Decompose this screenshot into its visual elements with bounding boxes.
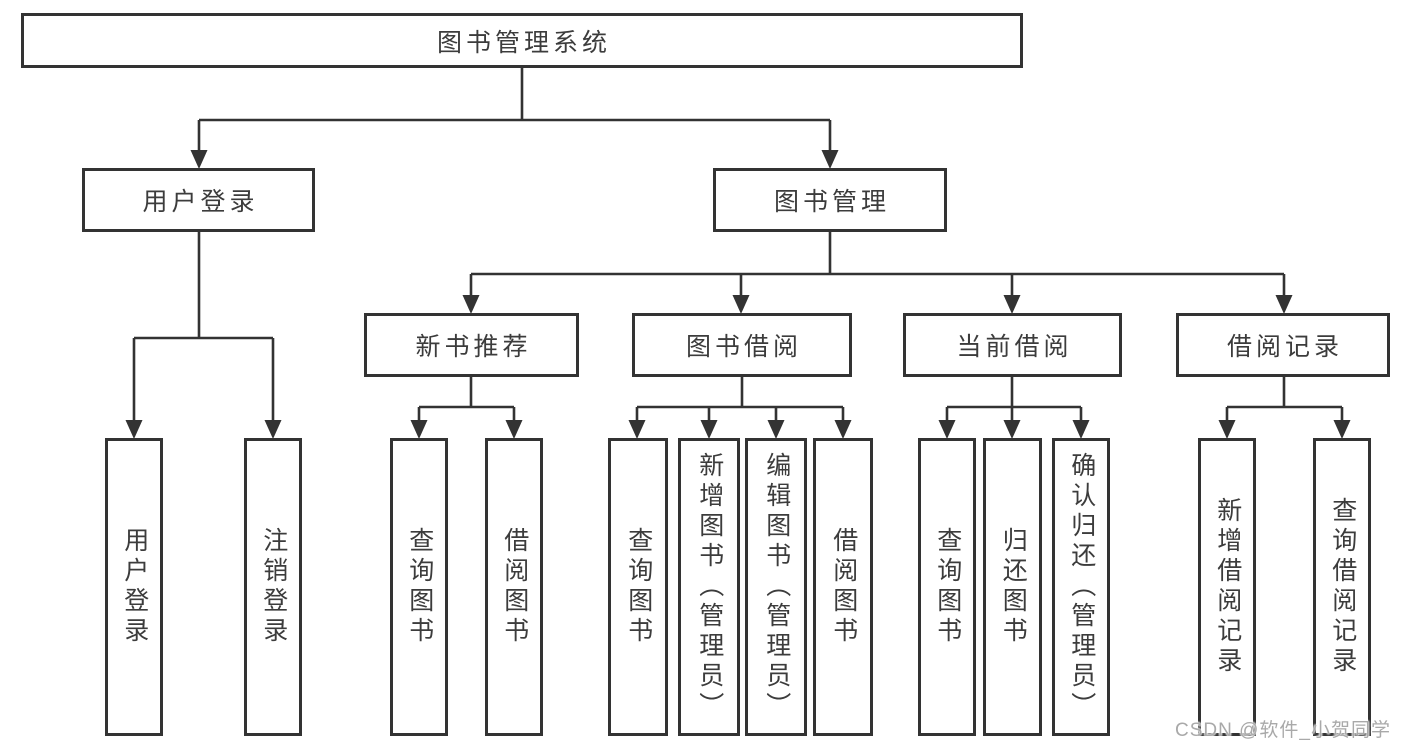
- leaf-logout: 注销登录: [244, 438, 302, 736]
- arrowhead: [264, 420, 282, 439]
- node-label: 当前借阅: [956, 333, 1073, 361]
- leaf-current-return-books: 归还图书: [983, 438, 1042, 736]
- leaf-label: 编辑图书（管理员）: [762, 452, 791, 722]
- leaf-label: 查询图书: [933, 527, 962, 647]
- arrowhead: [462, 295, 480, 314]
- connector-newbook-to-leaves: [417, 377, 516, 422]
- node-user-login: 用户登录: [82, 168, 315, 232]
- connector-root-to-level2: [197, 68, 832, 152]
- leaf-label: 借阅图书: [829, 527, 858, 647]
- leaf-newbook-query-books: 查询图书: [390, 438, 448, 736]
- leaf-current-query-books: 查询图书: [918, 438, 976, 736]
- leaf-bookborrow-query-books: 查询图书: [608, 438, 668, 736]
- arrowhead: [628, 420, 646, 439]
- node-label: 新书推荐: [415, 333, 532, 361]
- node-label: 图书管理: [773, 188, 890, 216]
- leaf-bookborrow-borrow-books: 借阅图书: [813, 438, 873, 736]
- node-borrow-record: 借阅记录: [1176, 313, 1390, 377]
- arrowhead: [1218, 420, 1236, 439]
- leaf-label: 新增图书（管理员）: [695, 452, 724, 722]
- leaf-label: 确认归还（管理员）: [1067, 452, 1096, 722]
- connector-userlogin-to-leaves: [132, 232, 275, 422]
- arrowhead: [505, 420, 523, 439]
- arrowhead: [700, 420, 718, 439]
- connector-currentborrow-to-leaves: [945, 377, 1083, 422]
- leaf-label: 查询图书: [405, 527, 434, 647]
- leaf-record-query-borrow-record: 查询借阅记录: [1313, 438, 1371, 736]
- leaf-label: 归还图书: [999, 527, 1028, 647]
- arrowhead: [1333, 420, 1351, 439]
- arrowhead: [1275, 295, 1293, 314]
- arrowhead: [1072, 420, 1090, 439]
- leaf-bookborrow-edit-books-admin: 编辑图书（管理员）: [745, 438, 807, 736]
- connector-bookborrow-to-leaves: [635, 377, 845, 422]
- node-library-system: 图书管理系统: [21, 13, 1023, 68]
- leaf-label: 借阅图书: [500, 527, 529, 647]
- leaf-label: 查询借阅记录: [1328, 497, 1357, 677]
- arrowhead: [1003, 420, 1021, 439]
- leaf-bookborrow-add-books-admin: 新增图书（管理员）: [678, 438, 740, 736]
- connector-borrowrecord-to-leaves: [1225, 377, 1344, 422]
- leaf-label: 新增借阅记录: [1213, 497, 1242, 677]
- arrowhead: [190, 150, 208, 169]
- arrowhead: [821, 150, 839, 169]
- connector-bookmgmt-to-level3: [469, 232, 1286, 297]
- node-label: 用户登录: [142, 188, 259, 216]
- arrowhead: [834, 420, 852, 439]
- arrowhead: [1003, 295, 1021, 314]
- arrowhead: [732, 295, 750, 314]
- leaf-label: 查询图书: [624, 527, 653, 647]
- leaf-current-confirm-return-admin: 确认归还（管理员）: [1052, 438, 1110, 736]
- leaf-user-login: 用户登录: [105, 438, 163, 736]
- leaf-label: 用户登录: [120, 527, 149, 647]
- node-new-book-recommend: 新书推荐: [364, 313, 579, 377]
- arrowhead: [938, 420, 956, 439]
- node-book-management: 图书管理: [713, 168, 947, 232]
- watermark: CSDN @软件_小贺同学: [1175, 720, 1391, 741]
- arrowhead: [125, 420, 143, 439]
- node-current-borrow: 当前借阅: [903, 313, 1122, 377]
- node-book-borrow: 图书借阅: [632, 313, 852, 377]
- leaf-label: 注销登录: [259, 527, 288, 647]
- arrowhead: [767, 420, 785, 439]
- node-label: 借阅记录: [1226, 333, 1343, 361]
- node-label: 图书管理系统: [436, 28, 611, 57]
- leaf-record-add-borrow-record: 新增借阅记录: [1198, 438, 1256, 736]
- leaf-newbook-borrow-books: 借阅图书: [485, 438, 543, 736]
- node-label: 图书借阅: [685, 333, 802, 361]
- arrowhead: [410, 420, 428, 439]
